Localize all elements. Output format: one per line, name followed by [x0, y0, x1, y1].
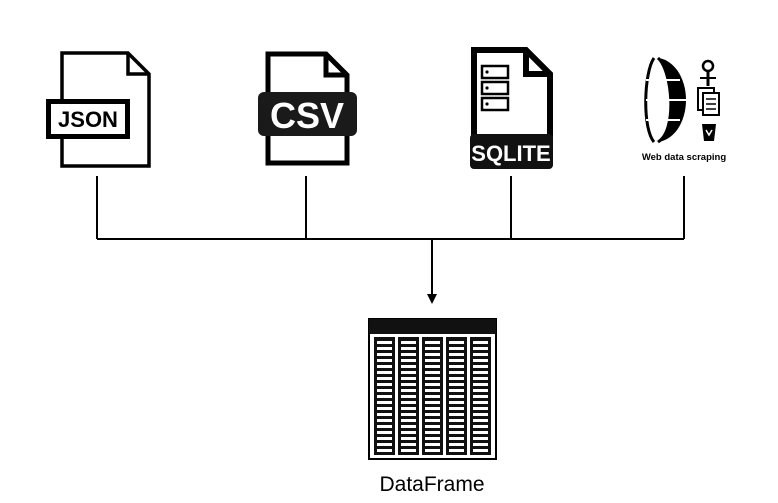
connector-lines	[96, 176, 685, 296]
bin-icon	[702, 124, 716, 141]
robot-arm-icon	[700, 59, 716, 86]
arrow-head-icon	[427, 294, 437, 304]
sqlite-file-icon: SQLITE	[470, 47, 553, 169]
csv-file-icon: CSV	[258, 51, 357, 166]
csv-label: CSV	[270, 95, 344, 136]
web-scraping-icon: Web data scraping	[642, 56, 726, 163]
sqlite-label: SQLITE	[471, 141, 550, 166]
database-stack-icon	[480, 64, 510, 112]
json-file-icon: JSON	[46, 51, 151, 168]
documents-icon	[697, 87, 720, 116]
json-label: JSON	[58, 107, 118, 132]
globe-icon	[644, 56, 686, 144]
web-scraping-label: Web data scraping	[642, 152, 726, 163]
dataframe-label: DataFrame	[379, 473, 484, 496]
dataframe-table-icon	[368, 318, 497, 460]
